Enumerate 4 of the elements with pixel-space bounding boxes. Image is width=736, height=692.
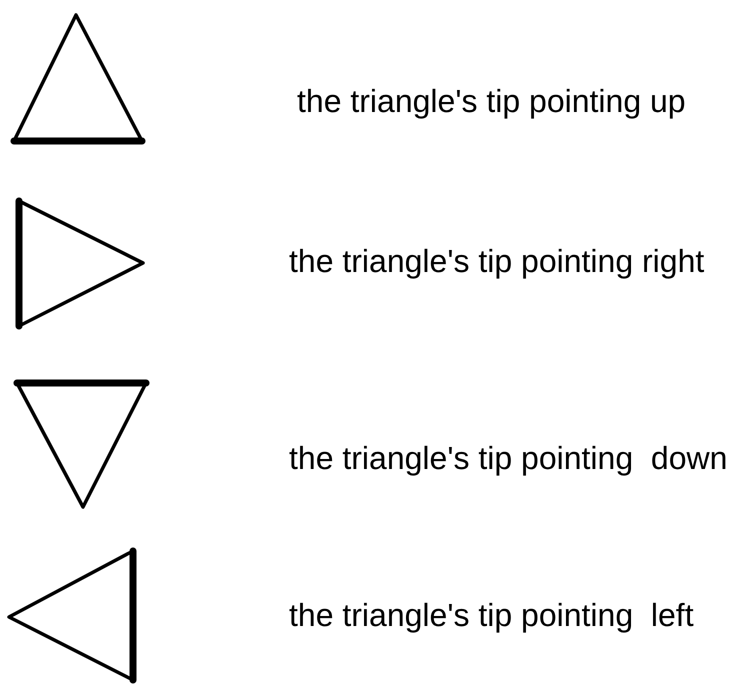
triangle-caption: the triangle's tip pointing left <box>289 599 694 631</box>
triangle-caption: the triangle's tip pointing right <box>289 245 704 277</box>
triangle-caption: the triangle's tip pointing down <box>289 442 728 474</box>
triangle-caption: the triangle's tip pointing up <box>297 85 686 117</box>
